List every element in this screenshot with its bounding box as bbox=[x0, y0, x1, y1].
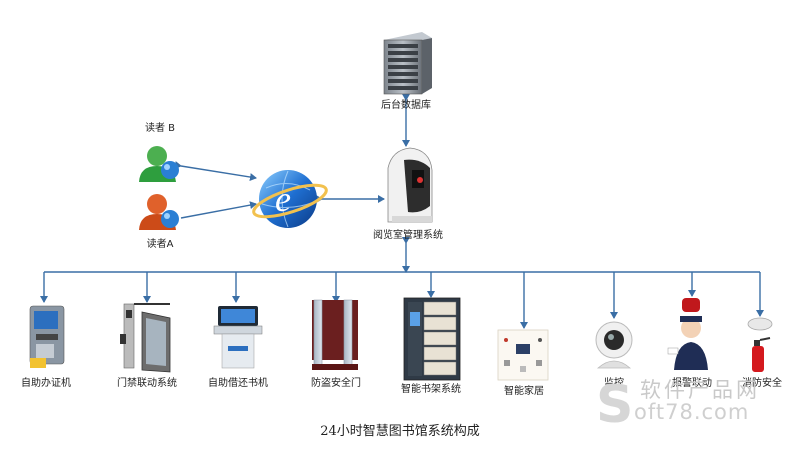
security-gate-icon bbox=[312, 299, 358, 370]
server-label: 后台数据库 bbox=[381, 100, 431, 111]
reading-room-terminal-icon bbox=[387, 147, 433, 223]
reader-a-link bbox=[180, 201, 257, 219]
device-drops bbox=[40, 272, 764, 329]
connectors bbox=[40, 94, 764, 329]
internet-globe-icon: e bbox=[252, 170, 328, 228]
device-label: 防盗安全门 bbox=[311, 378, 361, 389]
device-label: 消防安全 bbox=[742, 378, 782, 389]
device-label: 报警联动 bbox=[672, 378, 712, 389]
id-card-kiosk-icon bbox=[29, 305, 65, 368]
police-alarm-icon bbox=[667, 298, 708, 370]
reader-b-link bbox=[174, 161, 257, 182]
reader-a-label: 读者A bbox=[146, 239, 174, 250]
device-label: 智能家居 bbox=[504, 386, 544, 397]
device-label: 自助借还书机 bbox=[208, 378, 268, 389]
self-checkout-kiosk-icon bbox=[213, 306, 263, 369]
device-label: 监控 bbox=[604, 378, 624, 389]
reading-room-label: 阅览室管理系统 bbox=[373, 230, 443, 241]
device-label: 自助办证机 bbox=[21, 378, 71, 389]
smart-home-panel-icon bbox=[497, 329, 549, 381]
diagram-caption: 24小时智慧图书馆系统构成 bbox=[320, 424, 480, 439]
device-label: 智能书架系统 bbox=[401, 384, 461, 395]
reader-b-label: 读者 B bbox=[144, 123, 176, 134]
device-label: 门禁联动系统 bbox=[117, 378, 177, 389]
access-door-icon bbox=[120, 303, 171, 373]
webcam-icon bbox=[595, 321, 633, 369]
fire-safety-icon bbox=[747, 317, 773, 372]
reader-b-avatar-icon bbox=[139, 146, 179, 182]
reader-a-avatar-icon bbox=[139, 194, 179, 230]
server-rack-icon bbox=[383, 32, 432, 95]
smart-bookshelf-icon bbox=[403, 297, 461, 381]
